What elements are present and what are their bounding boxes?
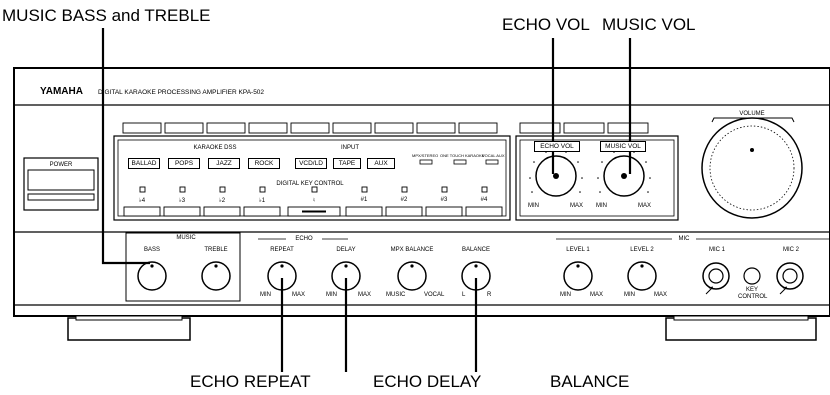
mpx-music-label: MUSIC [386,292,406,298]
key-mark: #1 [360,197,368,203]
digital-key-control-label: DIGITAL KEY CONTROL [276,181,344,187]
level1-min: MIN [560,292,571,298]
key-mark: ♭3 [178,198,186,204]
mode-label-one-touch: ONE TOUCH KARAOKE [440,153,485,158]
key-control-label: KEY CONTROL [738,287,768,300]
right-foot [665,317,817,341]
key-mark: #2 [400,197,408,203]
repeat-min: MIN [260,292,271,298]
mic-group-label: MIC [672,236,696,242]
music-vol-panel-label: MUSIC VOL [600,141,646,152]
callout-music-bass-treble: MUSIC BASS and TREBLE [2,6,211,25]
repeat-max: MAX [292,292,306,298]
pops-button[interactable]: POPS [168,158,200,169]
treble-knob [201,261,231,291]
level1-label: LEVEL 1 [566,247,590,253]
level2-min: MIN [624,292,635,298]
mpx-balance-label: MPX BALANCE [390,247,434,253]
callout-echo-vol: ECHO VOL [502,15,590,34]
key-mark: ♭1 [258,198,266,204]
echo-vol-min: MIN [528,203,539,209]
bass-label: BASS [143,247,160,253]
delay-label: DELAY [336,247,356,253]
left-foot [67,317,191,341]
power-label: POWER [49,162,73,168]
aux-button[interactable]: AUX [367,158,395,169]
key-mark: ♮ [312,198,316,204]
model-text: DIGITAL KARAOKE PROCESSING AMPLIFIER KPA… [98,89,265,96]
music-vol-min: MIN [596,203,607,209]
vcd-ld-button[interactable]: VCD/LD [295,158,327,169]
mic-level1-knob [563,261,593,291]
key-mark: ♭4 [138,198,146,204]
mode-label-vocal-aux: VOCAL AUX [482,153,505,158]
level2-max: MAX [654,292,668,298]
callout-music-vol: MUSIC VOL [602,15,696,34]
ballad-button[interactable]: BALLAD [128,158,160,169]
mic-level2-knob [627,261,657,291]
mic1-label: MIC 1 [708,247,725,253]
mpx-balance-knob [397,261,427,291]
balance-l-label: L [462,292,466,298]
music-group-label: MUSIC [176,235,196,241]
callout-balance: BALANCE [550,372,630,391]
delay-max: MAX [358,292,372,298]
delay-min: MIN [326,292,337,298]
rock-button[interactable]: ROCK [248,158,280,169]
volume-label: VOLUME [739,111,765,117]
mode-label-mpx: MPX/STEREO [412,153,439,158]
treble-label: TREBLE [204,247,228,253]
mpx-vocal-label: VOCAL [424,292,445,298]
level2-label: LEVEL 2 [630,247,654,253]
key-control-knob [743,267,761,285]
key-mark: #4 [480,197,488,203]
tape-button[interactable]: TAPE [333,158,361,169]
echo-vol-panel-label: ECHO VOL [534,141,580,152]
music-vol-max: MAX [638,203,652,209]
bass-knob [137,261,167,291]
input-label: INPUT [341,145,359,151]
brand-logo: YAMAHA [40,86,83,97]
key-mark: #3 [440,197,448,203]
echo-group-label: ECHO [286,236,322,242]
repeat-label: REPEAT [270,247,294,253]
callout-echo-repeat: ECHO REPEAT [190,372,311,391]
callout-echo-delay: ECHO DELAY [373,372,482,391]
jazz-button[interactable]: JAZZ [208,158,240,169]
karaoke-dss-label: KARAOKE DSS [193,145,237,151]
balance-panel-label: BALANCE [461,247,490,253]
level1-max: MAX [590,292,604,298]
balance-r-label: R [487,292,492,298]
echo-vol-max: MAX [570,203,584,209]
mic2-label: MIC 2 [782,247,799,253]
key-mark: ♭2 [218,198,226,204]
